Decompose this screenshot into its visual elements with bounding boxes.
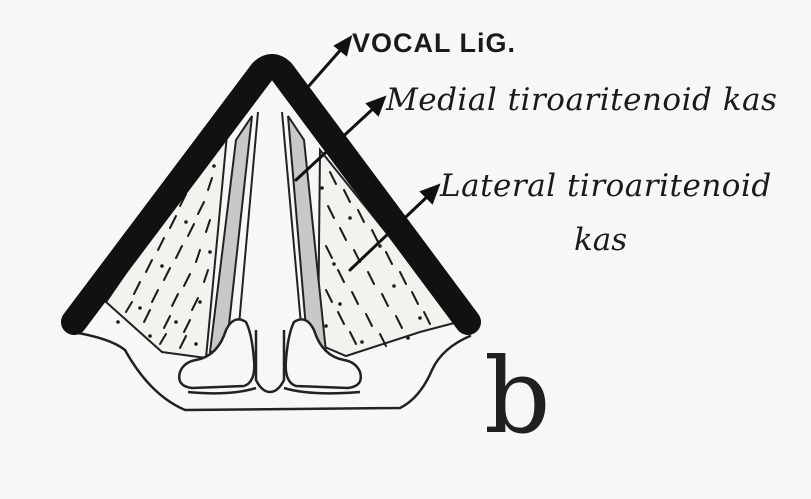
vocal-lig-arrow-line: [300, 46, 344, 96]
medial-thyroarytenoid-label: Medial tiroaritenoid kas: [386, 82, 777, 118]
right-thyroarytenoid-muscle: [318, 150, 458, 356]
lateral-thyroarytenoid-label-line2: kas: [574, 222, 627, 258]
lateral-thyroarytenoid-label: Lateral tiroaritenoid: [440, 168, 772, 204]
figure-letter: b: [484, 344, 551, 448]
vocal-ligament-label: VOCAL LiG.: [352, 28, 516, 59]
rima-glottidis: [256, 330, 284, 392]
mucosa-outline: [72, 332, 470, 410]
